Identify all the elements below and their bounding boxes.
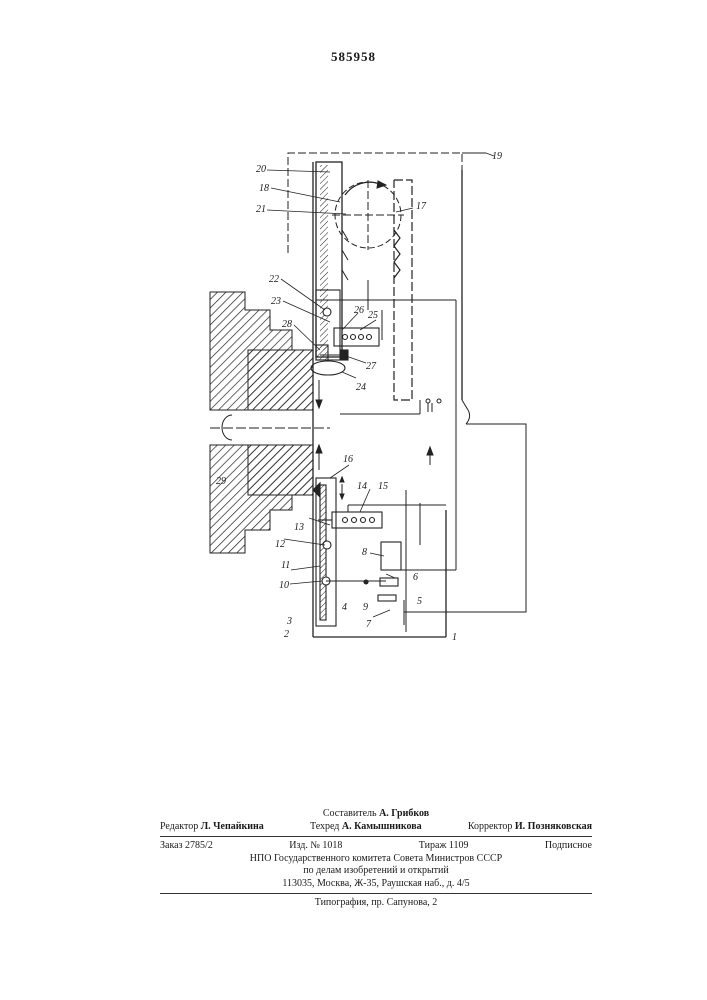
figure-label-23: 23 xyxy=(271,296,281,307)
editor-credit: Редактор Л. Чепайкина xyxy=(160,821,264,834)
figure-label-7: 7 xyxy=(366,619,372,630)
divider xyxy=(160,836,592,837)
figure-label-17: 17 xyxy=(416,201,427,212)
figure-label-16: 16 xyxy=(343,454,353,465)
order-row: Заказ 2785/2 Изд. № 1018 Тираж 1109 Подп… xyxy=(160,840,592,853)
figure-label-4: 4 xyxy=(342,602,347,613)
credits-row: Редактор Л. Чепайкина Техред А. Камышник… xyxy=(160,821,592,834)
figure-label-9: 9 xyxy=(363,602,368,613)
compiler-label: Составитель xyxy=(323,808,377,819)
corrector-credit: Корректор И. Позняковская xyxy=(468,821,592,834)
lower-sensor-2-16 xyxy=(313,478,401,626)
figure-label-29: 29 xyxy=(216,476,226,487)
figure-label-13: 13 xyxy=(294,522,304,533)
housing-19 xyxy=(288,153,486,253)
figure-label-12: 12 xyxy=(275,539,285,550)
printer-line: Типография, пр. Сапунова, 2 xyxy=(160,897,592,910)
edition-number: Изд. № 1018 xyxy=(289,840,342,853)
circulation: Тираж 1109 xyxy=(419,840,469,853)
figure-label-15: 15 xyxy=(378,481,388,492)
figure-label-6: 6 xyxy=(413,572,418,583)
compiler-line: Составитель А. Грибков xyxy=(160,808,592,821)
figure-label-20: 20 xyxy=(256,164,266,175)
org-line-2: по делам изобретений и открытий xyxy=(160,865,592,878)
order-number: Заказ 2785/2 xyxy=(160,840,213,853)
figure-label-3: 3 xyxy=(286,616,292,627)
subscription: Подписное xyxy=(545,840,592,853)
figure-label-22: 22 xyxy=(269,274,279,285)
figure-label-18: 18 xyxy=(259,183,269,194)
figure-label-5: 5 xyxy=(417,596,422,607)
figure-label-25: 25 xyxy=(368,310,378,321)
gear-18 xyxy=(332,180,404,250)
technical-drawing: 1 2 3 4 5 6 7 8 9 10 11 12 13 14 15 16 1… xyxy=(0,0,707,800)
imprint-block: Составитель А. Грибков Редактор Л. Чепай… xyxy=(160,808,592,910)
direction-arrows xyxy=(316,380,433,499)
org-address: 113035, Москва, Ж-35, Раушская наб., д. … xyxy=(160,878,592,891)
figure-label-24: 24 xyxy=(356,382,366,393)
divider-2 xyxy=(160,893,592,894)
figure-label-10: 10 xyxy=(279,580,289,591)
techred-credit: Техред А. Камышникова xyxy=(310,821,422,834)
figure-label-14: 14 xyxy=(357,481,367,492)
compiler-name: А. Грибков xyxy=(379,808,429,819)
figure-label-1: 1 xyxy=(452,632,457,643)
workpiece-29 xyxy=(210,292,330,553)
figure-label-28: 28 xyxy=(282,319,292,330)
figure-label-19: 19 xyxy=(492,151,502,162)
figure-label-2: 2 xyxy=(284,629,289,640)
figure-label-27: 27 xyxy=(366,361,377,372)
figure-label-8: 8 xyxy=(362,547,367,558)
rack-17 xyxy=(394,180,412,400)
figure-label-11: 11 xyxy=(281,560,290,571)
figure-label-26: 26 xyxy=(354,305,364,316)
org-line-1: НПО Государственного комитета Совета Мин… xyxy=(160,853,592,866)
figure-label-21: 21 xyxy=(256,204,266,215)
